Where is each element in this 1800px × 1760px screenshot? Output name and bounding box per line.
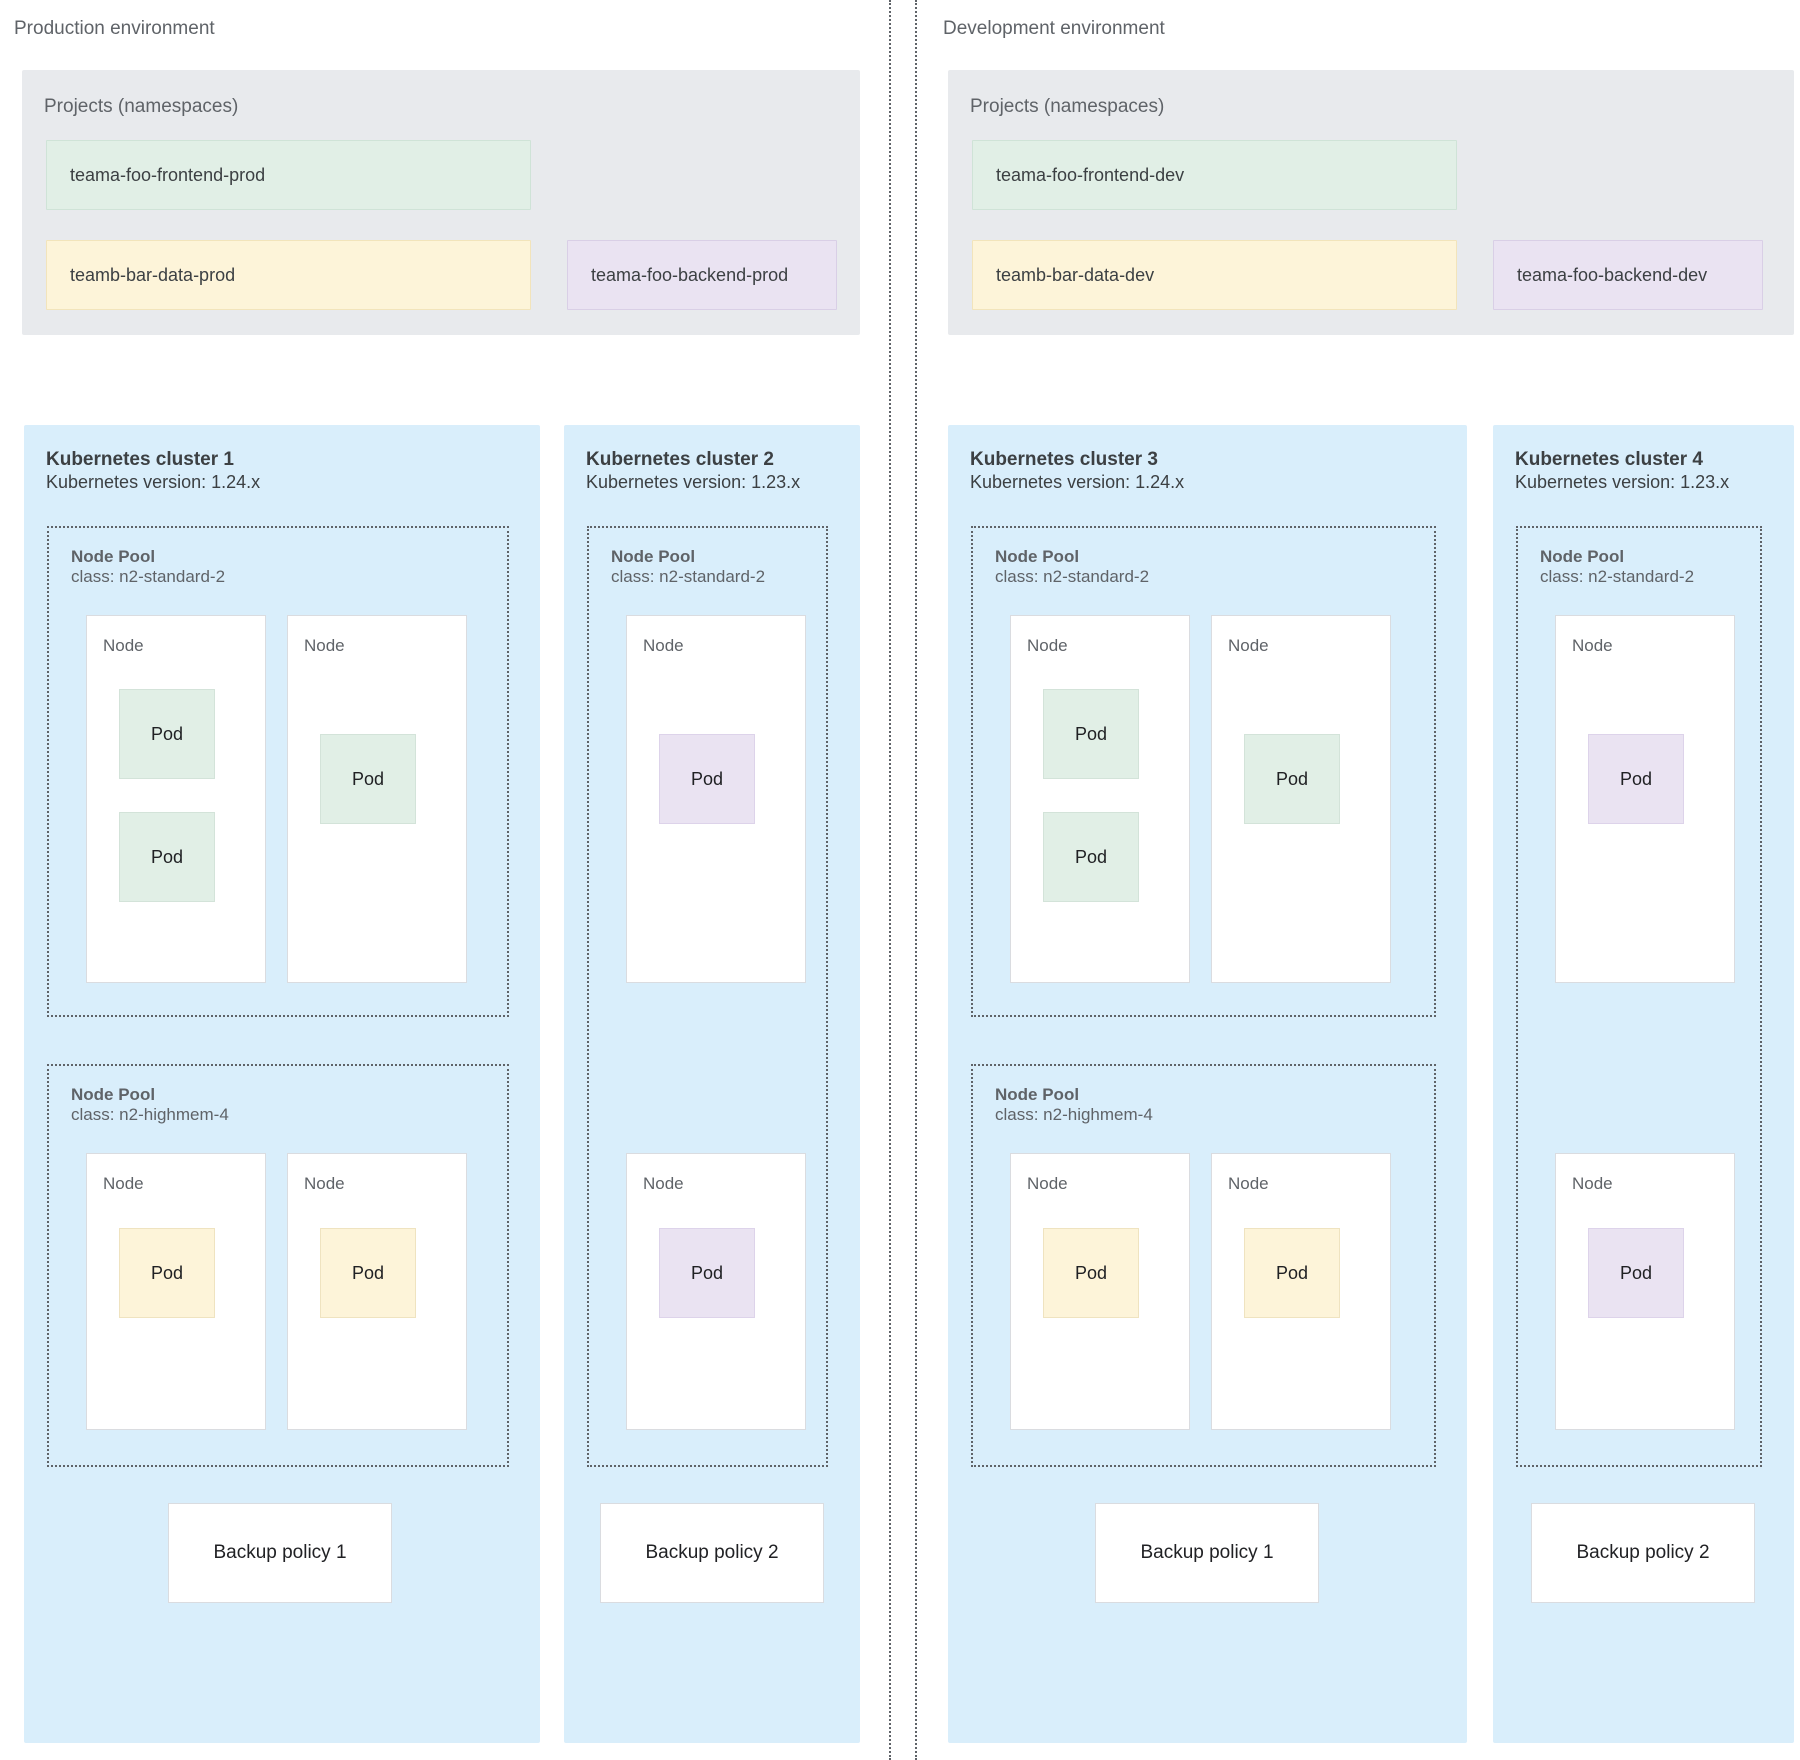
namespace-teamb-bar-data-prod[interactable]: teamb-bar-data-prod: [46, 240, 531, 310]
pod[interactable]: Pod: [1244, 734, 1340, 824]
cluster-2-nodepool-1-node-1[interactable]: Node Pod: [626, 615, 806, 983]
cluster-3-nodepool-1-node-1[interactable]: Node Pod Pod: [1010, 615, 1190, 983]
pod[interactable]: Pod: [119, 812, 215, 902]
environment-development: Development environment Projects (namesp…: [915, 0, 1800, 1760]
cluster-1-title: Kubernetes cluster 1: [46, 449, 234, 470]
cluster-1-backup-policy[interactable]: Backup policy 1: [168, 1503, 392, 1603]
cluster-2-version: Kubernetes version: 1.23.x: [586, 472, 801, 492]
nodepool-class: class: n2-standard-2: [995, 567, 1150, 586]
cluster-3-nodepool-2-node-2[interactable]: Node Pod: [1211, 1153, 1391, 1430]
cluster-1[interactable]: Kubernetes cluster 1 Kubernetes version:…: [24, 425, 540, 1743]
cluster-3-nodepool-1[interactable]: Node Pool class: n2-standard-2 Node Pod …: [971, 526, 1436, 1017]
nodepool-title: Node Pool: [71, 1085, 156, 1104]
cluster-2-nodepool-1-node-2[interactable]: Node Pod: [626, 1153, 806, 1430]
pod[interactable]: Pod: [1588, 1228, 1684, 1318]
namespace-teamb-bar-data-dev[interactable]: teamb-bar-data-dev: [972, 240, 1457, 310]
cluster-1-nodepool-1-node-1[interactable]: Node Pod Pod: [86, 615, 266, 983]
node-label: Node: [304, 636, 345, 655]
node-label: Node: [1228, 1174, 1269, 1193]
node-label: Node: [643, 1174, 684, 1193]
namespace-teama-foo-frontend-dev[interactable]: teama-foo-frontend-dev: [972, 140, 1457, 210]
nodepool-title: Node Pool: [611, 547, 696, 566]
cluster-4-nodepool-1-node-2[interactable]: Node Pod: [1555, 1153, 1735, 1430]
environment-production: Production environment Projects (namespa…: [0, 0, 889, 1760]
pod[interactable]: Pod: [1244, 1228, 1340, 1318]
cluster-2-backup-policy[interactable]: Backup policy 2: [600, 1503, 824, 1603]
pod[interactable]: Pod: [659, 734, 755, 824]
namespace-label: teama-foo-frontend-dev: [996, 164, 1185, 185]
cluster-2-title: Kubernetes cluster 2: [586, 449, 774, 470]
namespace-label: teamb-bar-data-prod: [70, 264, 236, 285]
pod[interactable]: Pod: [1588, 734, 1684, 824]
environment-divider-left: [889, 0, 891, 1760]
nodepool-class: class: n2-standard-2: [1540, 567, 1695, 586]
pod[interactable]: Pod: [119, 689, 215, 779]
environment-title-production: Production environment: [14, 18, 215, 39]
nodepool-title: Node Pool: [71, 547, 156, 566]
cluster-4-title: Kubernetes cluster 4: [1515, 449, 1703, 470]
nodepool-class: class: n2-standard-2: [71, 567, 226, 586]
namespace-teama-foo-frontend-prod[interactable]: teama-foo-frontend-prod: [46, 140, 531, 210]
cluster-4[interactable]: Kubernetes cluster 4 Kubernetes version:…: [1493, 425, 1794, 1743]
node-label: Node: [1572, 1174, 1613, 1193]
nodepool-class: class: n2-highmem-4: [71, 1105, 229, 1124]
cluster-4-version: Kubernetes version: 1.23.x: [1515, 472, 1730, 492]
cluster-3-title: Kubernetes cluster 3: [970, 449, 1158, 470]
cluster-1-nodepool-2[interactable]: Node Pool class: n2-highmem-4 Node Pod N…: [47, 1064, 509, 1467]
node-label: Node: [1228, 636, 1269, 655]
node-label: Node: [1027, 636, 1068, 655]
environment-title-development: Development environment: [943, 18, 1165, 39]
cluster-1-version: Kubernetes version: 1.24.x: [46, 472, 261, 492]
namespace-label: teama-foo-backend-prod: [591, 264, 789, 285]
nodepool-title: Node Pool: [995, 1085, 1080, 1104]
cluster-4-nodepool-1-node-1[interactable]: Node Pod: [1555, 615, 1735, 983]
pod[interactable]: Pod: [320, 734, 416, 824]
node-label: Node: [1027, 1174, 1068, 1193]
pod[interactable]: Pod: [1043, 1228, 1139, 1318]
cluster-3-version: Kubernetes version: 1.24.x: [970, 472, 1185, 492]
pod[interactable]: Pod: [119, 1228, 215, 1318]
namespace-teama-foo-backend-dev[interactable]: teama-foo-backend-dev: [1493, 240, 1763, 310]
node-label: Node: [103, 636, 144, 655]
cluster-3-nodepool-1-node-2[interactable]: Node Pod: [1211, 615, 1391, 983]
namespace-teama-foo-backend-prod[interactable]: teama-foo-backend-prod: [567, 240, 837, 310]
pod[interactable]: Pod: [320, 1228, 416, 1318]
cluster-1-nodepool-1[interactable]: Node Pool class: n2-standard-2 Node Pod …: [47, 526, 509, 1017]
cluster-1-nodepool-1-node-2[interactable]: Node Pod: [287, 615, 467, 983]
nodepool-title: Node Pool: [995, 547, 1080, 566]
projects-panel-development: Projects (namespaces) teama-foo-frontend…: [948, 70, 1794, 335]
cluster-1-nodepool-2-node-1[interactable]: Node Pod: [86, 1153, 266, 1430]
cluster-3[interactable]: Kubernetes cluster 3 Kubernetes version:…: [948, 425, 1467, 1743]
cluster-3-nodepool-2-node-1[interactable]: Node Pod: [1010, 1153, 1190, 1430]
cluster-2-nodepool-1[interactable]: Node Pool class: n2-standard-2 Node Pod …: [587, 526, 828, 1467]
namespace-label: teamb-bar-data-dev: [996, 264, 1155, 285]
nodepool-title: Node Pool: [1540, 547, 1625, 566]
cluster-4-nodepool-1[interactable]: Node Pool class: n2-standard-2 Node Pod …: [1516, 526, 1762, 1467]
pod[interactable]: Pod: [1043, 689, 1139, 779]
projects-label-development: Projects (namespaces): [970, 96, 1165, 117]
node-label: Node: [1572, 636, 1613, 655]
cluster-1-nodepool-2-node-2[interactable]: Node Pod: [287, 1153, 467, 1430]
pod[interactable]: Pod: [659, 1228, 755, 1318]
nodepool-class: class: n2-highmem-4: [995, 1105, 1153, 1124]
node-label: Node: [103, 1174, 144, 1193]
node-label: Node: [304, 1174, 345, 1193]
cluster-4-backup-policy[interactable]: Backup policy 2: [1531, 1503, 1755, 1603]
cluster-3-nodepool-2[interactable]: Node Pool class: n2-highmem-4 Node Pod N…: [971, 1064, 1436, 1467]
projects-panel-production: Projects (namespaces) teama-foo-frontend…: [22, 70, 860, 335]
nodepool-class: class: n2-standard-2: [611, 567, 766, 586]
pod[interactable]: Pod: [1043, 812, 1139, 902]
namespace-label: teama-foo-backend-dev: [1517, 264, 1708, 285]
node-label: Node: [643, 636, 684, 655]
projects-label-production: Projects (namespaces): [44, 96, 239, 117]
cluster-3-backup-policy[interactable]: Backup policy 1: [1095, 1503, 1319, 1603]
namespace-label: teama-foo-frontend-prod: [70, 164, 266, 185]
environment-divider-right: [915, 0, 917, 1760]
cluster-2[interactable]: Kubernetes cluster 2 Kubernetes version:…: [564, 425, 860, 1743]
